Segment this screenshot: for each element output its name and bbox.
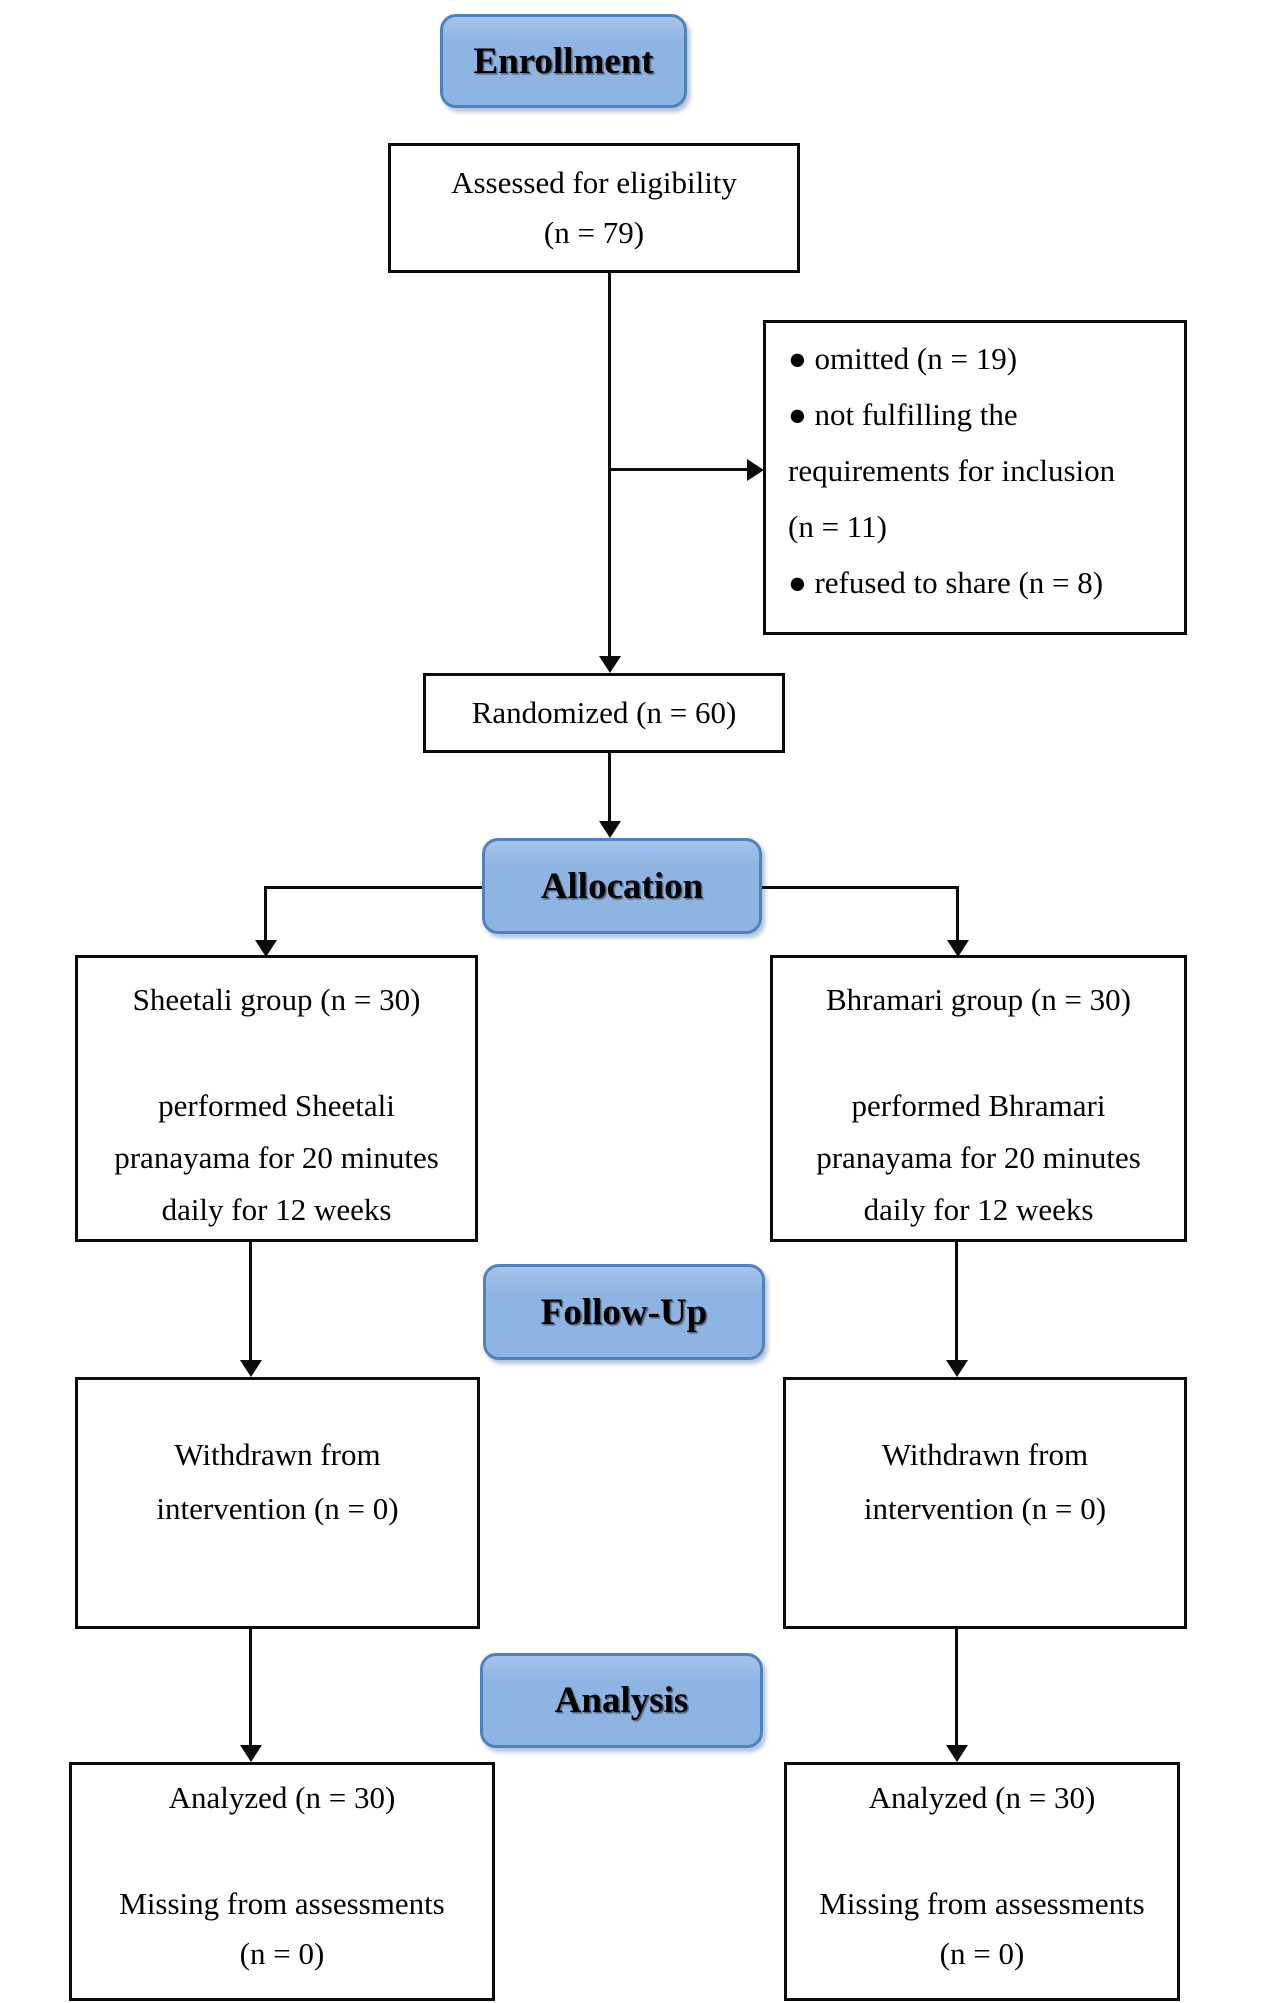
assessed-line2: (n = 79) xyxy=(543,215,645,250)
analyzed-line1: Analyzed (n = 30) xyxy=(168,1780,396,1815)
connector-assessed-to-randomized xyxy=(608,272,611,658)
branch-left-horizontal xyxy=(264,886,482,889)
group-body-line: daily for 12 weeks xyxy=(863,1192,1094,1227)
arrowhead-into-randomized xyxy=(599,656,621,673)
arrowhead-into-analyzed-right xyxy=(946,1745,968,1762)
followup-stage-badge: Follow-Up xyxy=(483,1264,765,1360)
connector-sheetali-to-withdrawn xyxy=(249,1242,252,1364)
group-title: Sheetali group (n = 30) xyxy=(132,982,421,1017)
excluded-line: (n = 11) xyxy=(788,509,887,544)
excluded-line: ● omitted (n = 19) xyxy=(788,341,1018,376)
analyzed-line2: Missing from assessments xyxy=(119,1886,445,1921)
branch-right-horizontal xyxy=(762,886,959,889)
connector-bhramari-to-withdrawn xyxy=(955,1242,958,1364)
excluded-line: requirements for inclusion xyxy=(788,453,1116,488)
withdrawn-line1: Withdrawn from xyxy=(881,1437,1089,1472)
assessed-box: Assessed for eligibility (n = 79) xyxy=(388,143,800,273)
arrowhead-into-withdrawn-left xyxy=(240,1360,262,1377)
branch-right-vertical xyxy=(956,886,959,940)
group-body-line: performed Bhramari xyxy=(851,1088,1106,1123)
analyzed-line1: Analyzed (n = 30) xyxy=(868,1780,1096,1815)
excluded-box: ● omitted (n = 19) ● not fulfilling the … xyxy=(763,320,1187,635)
connector-withdrawn-to-analyzed-left xyxy=(249,1629,252,1746)
withdrawn-line2: intervention (n = 0) xyxy=(863,1491,1107,1526)
arrowhead-into-allocation xyxy=(599,821,621,838)
excluded-line: ● not fulfilling the xyxy=(788,397,1018,432)
analyzed-line2: Missing from assessments xyxy=(819,1886,1145,1921)
connector-withdrawn-to-analyzed-right xyxy=(955,1629,958,1746)
group-box-bhramari: Bhramari group (n = 30) performed Bhrama… xyxy=(770,955,1187,1242)
randomized-box: Randomized (n = 60) xyxy=(423,673,785,753)
arrowhead-into-withdrawn-right xyxy=(946,1360,968,1377)
group-title: Bhramari group (n = 30) xyxy=(825,982,1132,1017)
branch-left-vertical xyxy=(264,886,267,940)
arrowhead-into-excluded xyxy=(747,459,764,481)
withdrawn-box-sheetali: Withdrawn from intervention (n = 0) xyxy=(75,1377,480,1629)
connector-to-excluded xyxy=(610,468,747,471)
group-body-line: pranayama for 20 minutes xyxy=(816,1140,1141,1175)
withdrawn-line2: intervention (n = 0) xyxy=(156,1491,399,1526)
arrowhead-into-analyzed-left xyxy=(240,1745,262,1762)
analysis-stage-badge: Analysis xyxy=(480,1653,763,1748)
excluded-line: ● refused to share (n = 8) xyxy=(788,565,1104,600)
enrollment-stage-badge: Enrollment xyxy=(440,14,687,108)
analyzed-line3: (n = 0) xyxy=(939,1936,1025,1971)
arrowhead-into-sheetali-group xyxy=(255,940,277,957)
analyzed-box-sheetali: Analyzed (n = 30) Missing from assessmen… xyxy=(69,1762,495,2001)
assessed-line1: Assessed for eligibility xyxy=(451,165,737,200)
group-body-line: daily for 12 weeks xyxy=(161,1192,392,1227)
analyzed-box-bhramari: Analyzed (n = 30) Missing from assessmen… xyxy=(784,1762,1180,2001)
group-box-sheetali: Sheetali group (n = 30) performed Sheeta… xyxy=(75,955,478,1242)
group-body-line: performed Sheetali xyxy=(158,1088,395,1123)
analyzed-line3: (n = 0) xyxy=(239,1936,325,1971)
arrowhead-into-bhramari-group xyxy=(947,940,969,957)
connector-randomized-to-allocation xyxy=(608,752,611,822)
allocation-stage-badge: Allocation xyxy=(482,838,762,934)
withdrawn-line1: Withdrawn from xyxy=(174,1437,381,1472)
group-body-line: pranayama for 20 minutes xyxy=(114,1140,439,1175)
withdrawn-box-bhramari: Withdrawn from intervention (n = 0) xyxy=(783,1377,1187,1629)
